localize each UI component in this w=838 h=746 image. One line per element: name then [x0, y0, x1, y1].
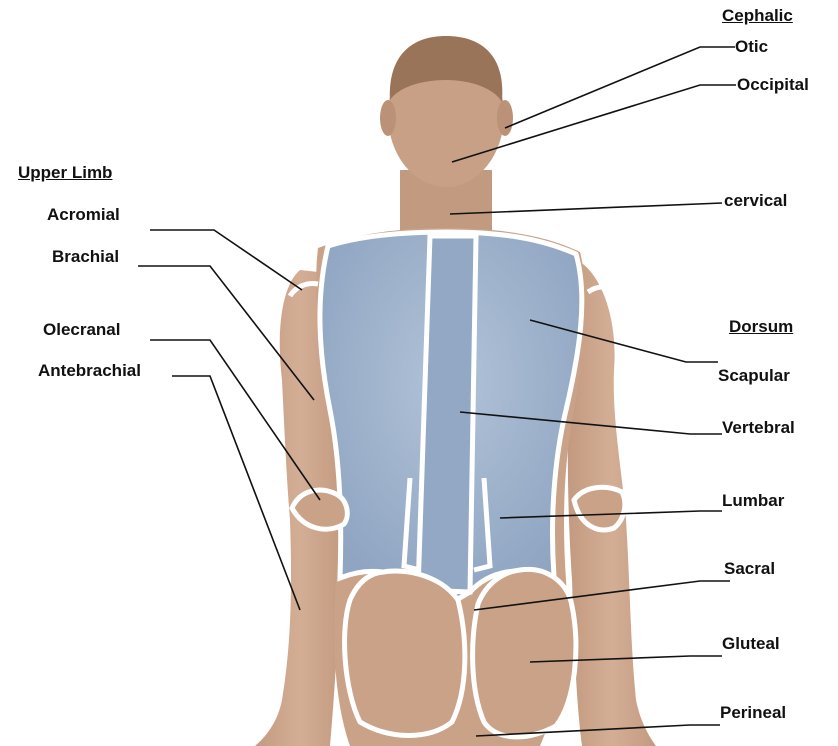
gluteal-label: Gluteal: [722, 634, 780, 654]
upper-limb-heading: Upper Limb: [18, 163, 112, 183]
right-ear: [497, 100, 513, 136]
left-gluteal-region: [345, 571, 465, 735]
right-gluteal-region: [473, 569, 576, 736]
left-ear: [380, 100, 396, 136]
antebrachial-leader: [172, 376, 300, 610]
cervical-label: cervical: [724, 191, 787, 211]
acromial-leader: [150, 230, 302, 290]
otic-leader: [505, 47, 735, 128]
brachial-label: Brachial: [52, 247, 119, 267]
otic-label: Otic: [735, 37, 768, 57]
olecranal-label: Olecranal: [43, 320, 121, 340]
acromial-label: Acromial: [47, 205, 120, 225]
antebrachial-label: Antebrachial: [38, 361, 141, 381]
lumbar-label: Lumbar: [722, 491, 784, 511]
cephalic-heading: Cephalic: [722, 6, 793, 26]
perineal-label: Perineal: [720, 703, 786, 723]
dorsum-heading: Dorsum: [729, 317, 793, 337]
scapular-label: Scapular: [718, 366, 790, 386]
occipital-label: Occipital: [737, 75, 809, 95]
sacral-label: Sacral: [724, 559, 775, 579]
vertebral-label: Vertebral: [722, 418, 795, 438]
vertebral-strip: [418, 236, 476, 592]
